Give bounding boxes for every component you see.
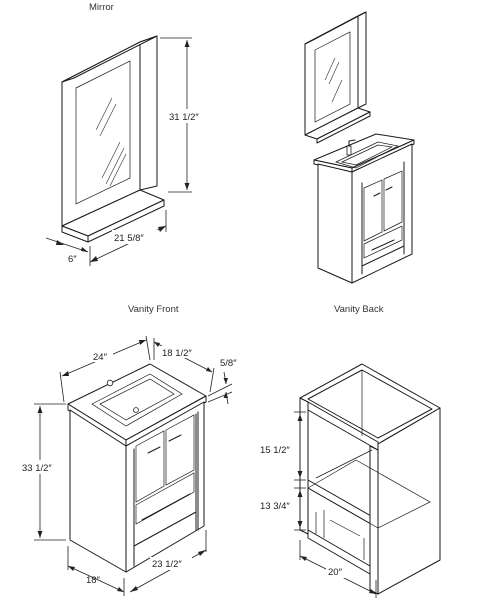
front-top-thickness-dimension: 5/8″	[207, 358, 237, 405]
assembly-faucet-icon	[346, 145, 352, 156]
assembly-side-panel	[317, 163, 353, 284]
mirror-height-dimension: 31 1/2″	[160, 37, 207, 193]
front-side-depth-dimension: 18″	[67, 546, 125, 596]
back-middle-rail	[307, 479, 379, 529]
mirror-depth-dimension: 6″	[45, 237, 89, 265]
assembly-drawer	[363, 225, 403, 259]
back-upper-opening-dimension: 15 1/2″	[258, 411, 306, 481]
mirror-glass	[75, 60, 131, 205]
back-width-dimension: 20″	[299, 540, 377, 598]
mirror-frame-top	[61, 35, 158, 83]
assembly-mirror-drawing	[304, 11, 371, 144]
mirror-frame-side	[139, 35, 158, 191]
front-top-width-label: 18 1/2″	[162, 348, 192, 359]
assembly-left-door	[363, 179, 383, 242]
front-top-width-dimension: 18 1/2″	[153, 338, 215, 393]
vanity-front-drawing	[67, 363, 207, 573]
front-top-depth-dimension: 24″	[59, 335, 151, 403]
vanity-front-caption: Vanity Front	[128, 304, 179, 315]
front-side-depth-label: 18″	[86, 575, 101, 586]
front-height-dimension: 33 1/2″	[20, 403, 66, 541]
front-top-depth-label: 24″	[93, 352, 108, 363]
mirror-width-dimension: 21 5/8″	[89, 210, 167, 266]
back-lower-opening-label: 13 3/4″	[260, 501, 290, 512]
mirror-width-label: 21 5/8″	[114, 233, 144, 244]
drain-icon	[133, 407, 139, 413]
vanity-right-door	[165, 414, 195, 486]
faucet-hole-icon	[106, 379, 114, 387]
assembly-right-door	[383, 170, 403, 232]
back-upper-opening-label: 15 1/2″	[260, 445, 290, 456]
back-width-label: 20″	[328, 567, 343, 578]
back-shelf	[307, 459, 431, 529]
mirror-depth-label: 6″	[68, 254, 77, 265]
vanity-drawer	[135, 472, 195, 525]
vanity-back-drawing	[299, 363, 441, 595]
mirror-drawing	[61, 35, 165, 243]
back-bottom-rail	[307, 529, 371, 575]
vanity-back-caption: Vanity Back	[334, 304, 384, 315]
front-base-width-dimension: 23 1/2″	[129, 530, 207, 593]
back-lower-opening-dimension: 13 3/4″	[258, 487, 306, 531]
mirror-shelf-side	[61, 225, 89, 243]
mirror-height-label: 31 1/2″	[169, 112, 199, 123]
front-base-width-label: 23 1/2″	[152, 559, 182, 570]
front-top-thickness-label: 5/8″	[220, 358, 237, 369]
vanity-front-body	[125, 401, 205, 573]
front-height-label: 33 1/2″	[22, 463, 52, 474]
mirror-caption: Mirror	[89, 2, 114, 13]
assembly-vanity-drawing	[313, 133, 415, 284]
assembly-mirror-side	[357, 11, 367, 109]
vanity-top-front-edge	[125, 395, 207, 447]
vanity-left-door	[135, 430, 165, 503]
back-top-opening	[307, 369, 433, 439]
vanity-sink-basin	[91, 373, 183, 427]
back-right-stile	[369, 445, 379, 595]
